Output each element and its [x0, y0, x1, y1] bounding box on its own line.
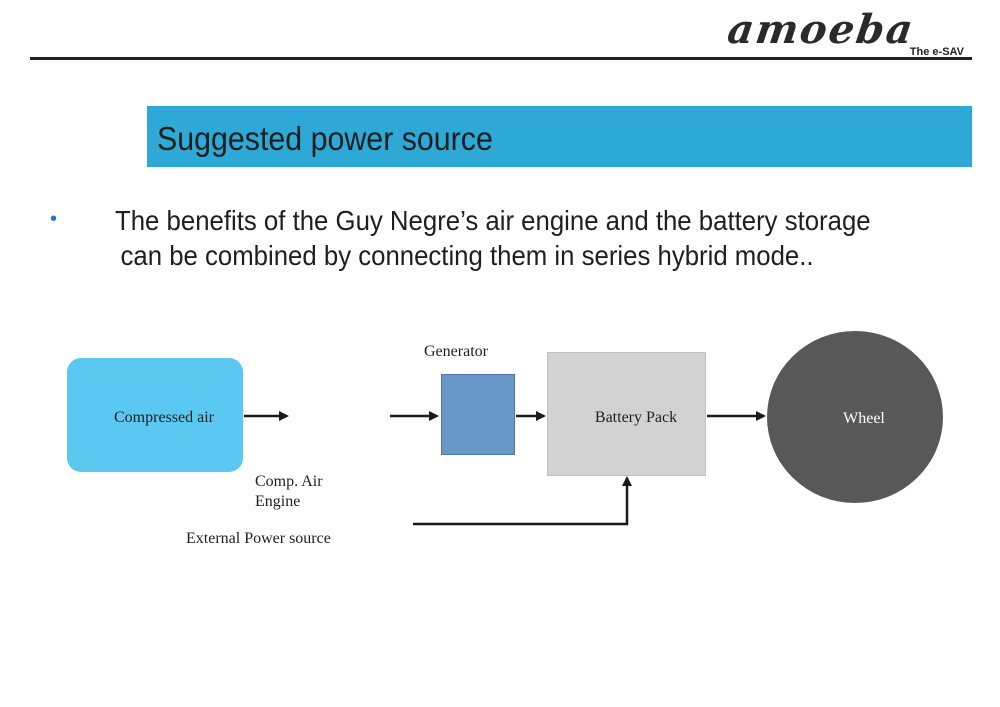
wheel-label: Wheel	[843, 410, 885, 427]
bullet-line-2: can be combined by connecting them in se…	[120, 240, 814, 271]
compressed-air-label: Compressed air	[114, 409, 214, 426]
generator-box	[441, 374, 515, 455]
arrow-external-to-battery	[413, 476, 632, 526]
comp-air-engine-label-line1: Comp. Air	[255, 473, 323, 490]
bullet-line-1: The benefits of the Guy Negre’s air engi…	[115, 205, 871, 236]
external-power-label: External Power source	[186, 530, 331, 547]
compressed-air-box	[67, 358, 243, 472]
bullet-marker: •	[50, 208, 58, 230]
header-divider	[30, 57, 972, 60]
bullet-text: The benefits of the Guy Negre’s air engi…	[115, 203, 906, 273]
generator-label: Generator	[424, 343, 488, 360]
slide-title: Suggested power source	[157, 120, 493, 157]
battery-pack-label: Battery Pack	[594, 409, 678, 426]
battery-pack-box	[547, 352, 706, 476]
wheel-circle	[767, 331, 943, 503]
comp-air-engine-label-line2: Engine	[255, 493, 301, 510]
amoeba-logo: amoeba The e-SAV	[720, 6, 970, 60]
slide-title-bar: Suggested power source	[147, 106, 972, 167]
logo-tagline: The e-SAV	[909, 46, 964, 58]
